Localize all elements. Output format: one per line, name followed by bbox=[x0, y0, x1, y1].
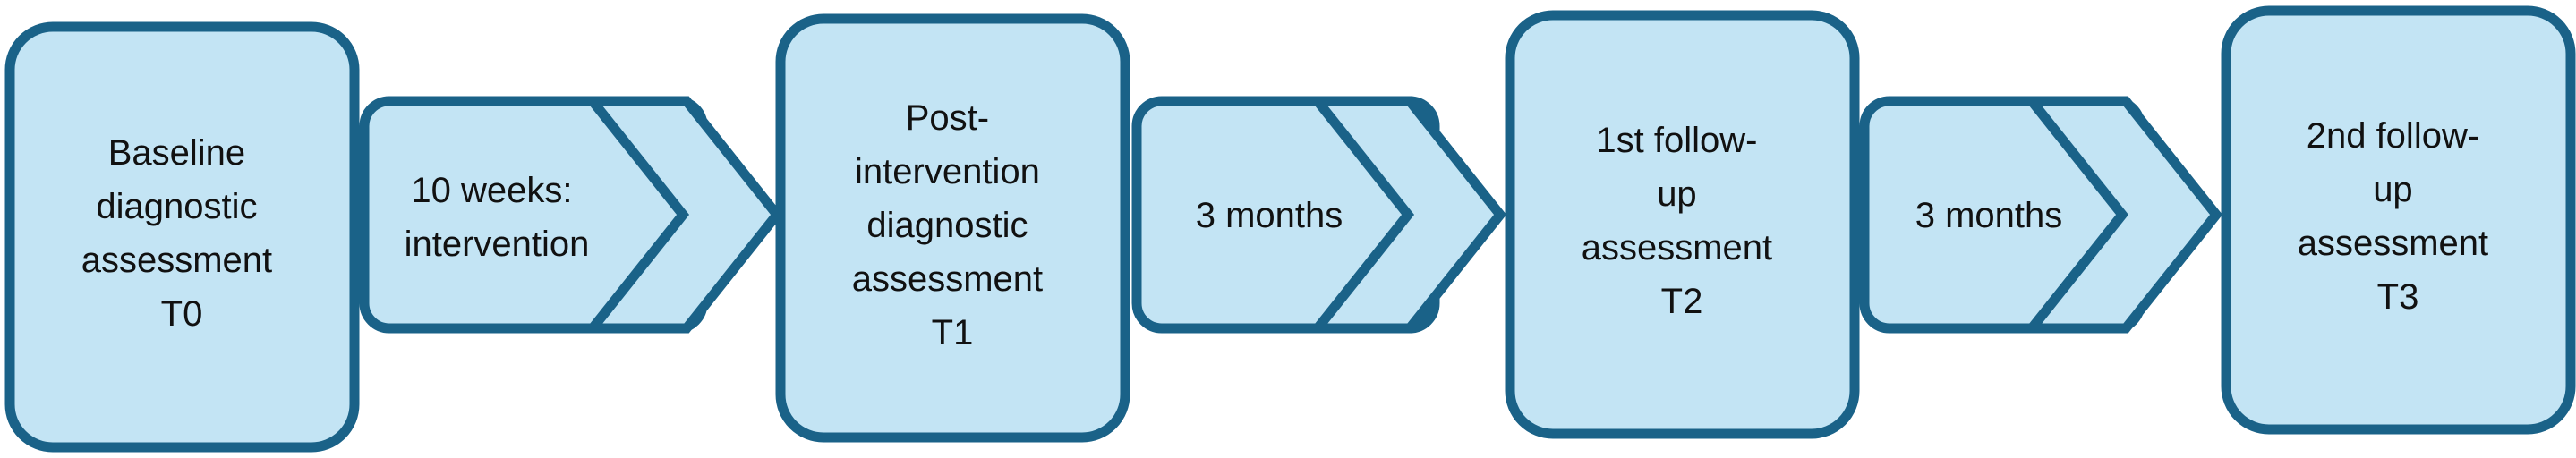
svg-text:3 months: 3 months bbox=[1915, 196, 2063, 235]
box-t1-line-4: T1 bbox=[932, 313, 974, 352]
arrow-0-chevron bbox=[582, 96, 784, 334]
arrow-0: 10 weeks: intervention bbox=[359, 96, 784, 334]
box-t1-shape bbox=[775, 13, 1130, 443]
box-t0: Baseline diagnostic assessment T0 bbox=[4, 21, 360, 453]
box-t1-line-1: intervention bbox=[855, 152, 1040, 191]
box-t0-shape bbox=[4, 21, 360, 453]
arrow-1-line-0: 3 months bbox=[1196, 196, 1343, 235]
svg-text:3 months: 3 months bbox=[1196, 196, 1343, 235]
svg-text:1st follow- up ass: 1st follow- up assessment T2 bbox=[1582, 121, 1783, 321]
box-t0-line-3: T0 bbox=[161, 294, 203, 334]
box-t0-line-2: assessment bbox=[81, 241, 272, 280]
svg-text:Post- intervention: Post- intervention diagnostic assessment… bbox=[852, 98, 1053, 352]
box-t0-line-1: diagnostic bbox=[96, 187, 257, 226]
box-t1-line-0: Post- bbox=[906, 98, 989, 138]
svg-text:10 weeks: intervention: 10 weeks: intervention bbox=[405, 171, 590, 264]
box-t3-line-2: assessment bbox=[2298, 224, 2488, 263]
arrow-0-line-1: intervention bbox=[405, 225, 590, 264]
box-t3-line-0: 2nd follow- bbox=[2307, 116, 2479, 156]
box-t3-shape bbox=[2221, 5, 2576, 435]
box-t2: 1st follow- up assessment T2 bbox=[1505, 10, 1860, 439]
arrow-1: 3 months bbox=[1131, 96, 1507, 334]
box-t3: 2nd follow- up assessment T3 bbox=[2221, 5, 2576, 435]
box-t1-line-3: assessment bbox=[852, 259, 1043, 299]
box-t2-shape bbox=[1505, 10, 1860, 439]
box-t2-line-0: 1st follow- bbox=[1596, 121, 1757, 160]
svg-text:Baseline diagnostic: Baseline diagnostic assessment T0 bbox=[81, 133, 283, 334]
arrow-2: 3 months bbox=[1859, 96, 2223, 334]
box-t1-line-2: diagnostic bbox=[866, 206, 1028, 245]
arrow-2-chevron bbox=[2021, 96, 2223, 334]
box-t2-line-2: assessment bbox=[1582, 228, 1772, 267]
arrow-2-line-0: 3 months bbox=[1915, 196, 2063, 235]
box-t2-line-1: up bbox=[1657, 174, 1697, 214]
arrow-1-chevron bbox=[1307, 96, 1507, 334]
arrow-0-line-0: 10 weeks: bbox=[411, 171, 572, 210]
svg-text:2nd follow- up ass: 2nd follow- up assessment T3 bbox=[2298, 116, 2499, 317]
box-t3-line-1: up bbox=[2373, 170, 2413, 209]
box-t0-line-0: Baseline bbox=[108, 133, 245, 173]
box-t3-line-3: T3 bbox=[2377, 277, 2419, 317]
box-t1: Post- intervention diagnostic assessment… bbox=[775, 13, 1130, 443]
box-t2-line-3: T2 bbox=[1661, 282, 1703, 321]
